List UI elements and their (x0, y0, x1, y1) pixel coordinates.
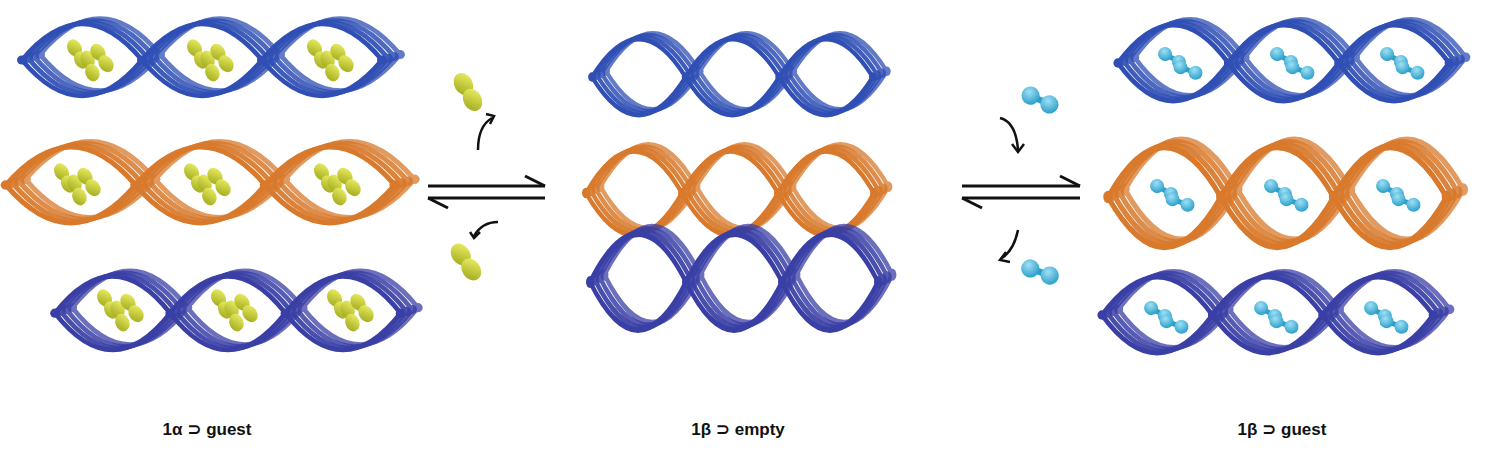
guest-molecules (1252, 298, 1301, 335)
beta-empty-framework (582, 33, 896, 330)
beta-guest-framework (1097, 19, 1470, 353)
structure-label: 1β ⊃ guest (1238, 419, 1327, 440)
guest-molecules (1262, 176, 1311, 213)
purple-layer (50, 271, 422, 350)
guest-molecules (1148, 176, 1197, 213)
guest-molecule (1018, 84, 1061, 117)
alpha-framework (1, 19, 423, 350)
guest-molecules (1378, 44, 1427, 81)
purple-layer (586, 227, 896, 330)
blue-layer (588, 33, 891, 115)
guest-molecules (304, 37, 357, 84)
guest-molecule (450, 69, 487, 114)
blue-layer (17, 19, 405, 96)
structure-label: 1α ⊃ guest (163, 419, 252, 440)
guest-molecules (324, 287, 377, 334)
equilibrium-arrows (962, 118, 1080, 262)
blue-layer (1113, 19, 1470, 101)
guest-molecule (447, 240, 486, 285)
orange-layer (1103, 140, 1468, 248)
guest-molecules (184, 37, 237, 84)
guest-molecules (311, 161, 364, 208)
structure-label: 1β ⊃ empty (691, 419, 785, 440)
orange-layer (582, 145, 892, 235)
guest-molecule (1019, 257, 1062, 287)
guest-molecules (181, 161, 234, 208)
guest-molecules (64, 37, 117, 84)
orange-layer (1, 141, 420, 223)
guest-molecules (1142, 298, 1191, 335)
guest-molecules (51, 161, 104, 208)
purple-layer (1097, 271, 1454, 353)
guest-molecules (1374, 176, 1423, 213)
guest-molecules (94, 287, 147, 334)
guest-molecules (1362, 298, 1411, 335)
guest-molecules (1156, 44, 1205, 81)
guest-molecules (208, 287, 261, 334)
equilibrium-arrows (428, 114, 545, 238)
guest-molecules (1268, 44, 1317, 81)
